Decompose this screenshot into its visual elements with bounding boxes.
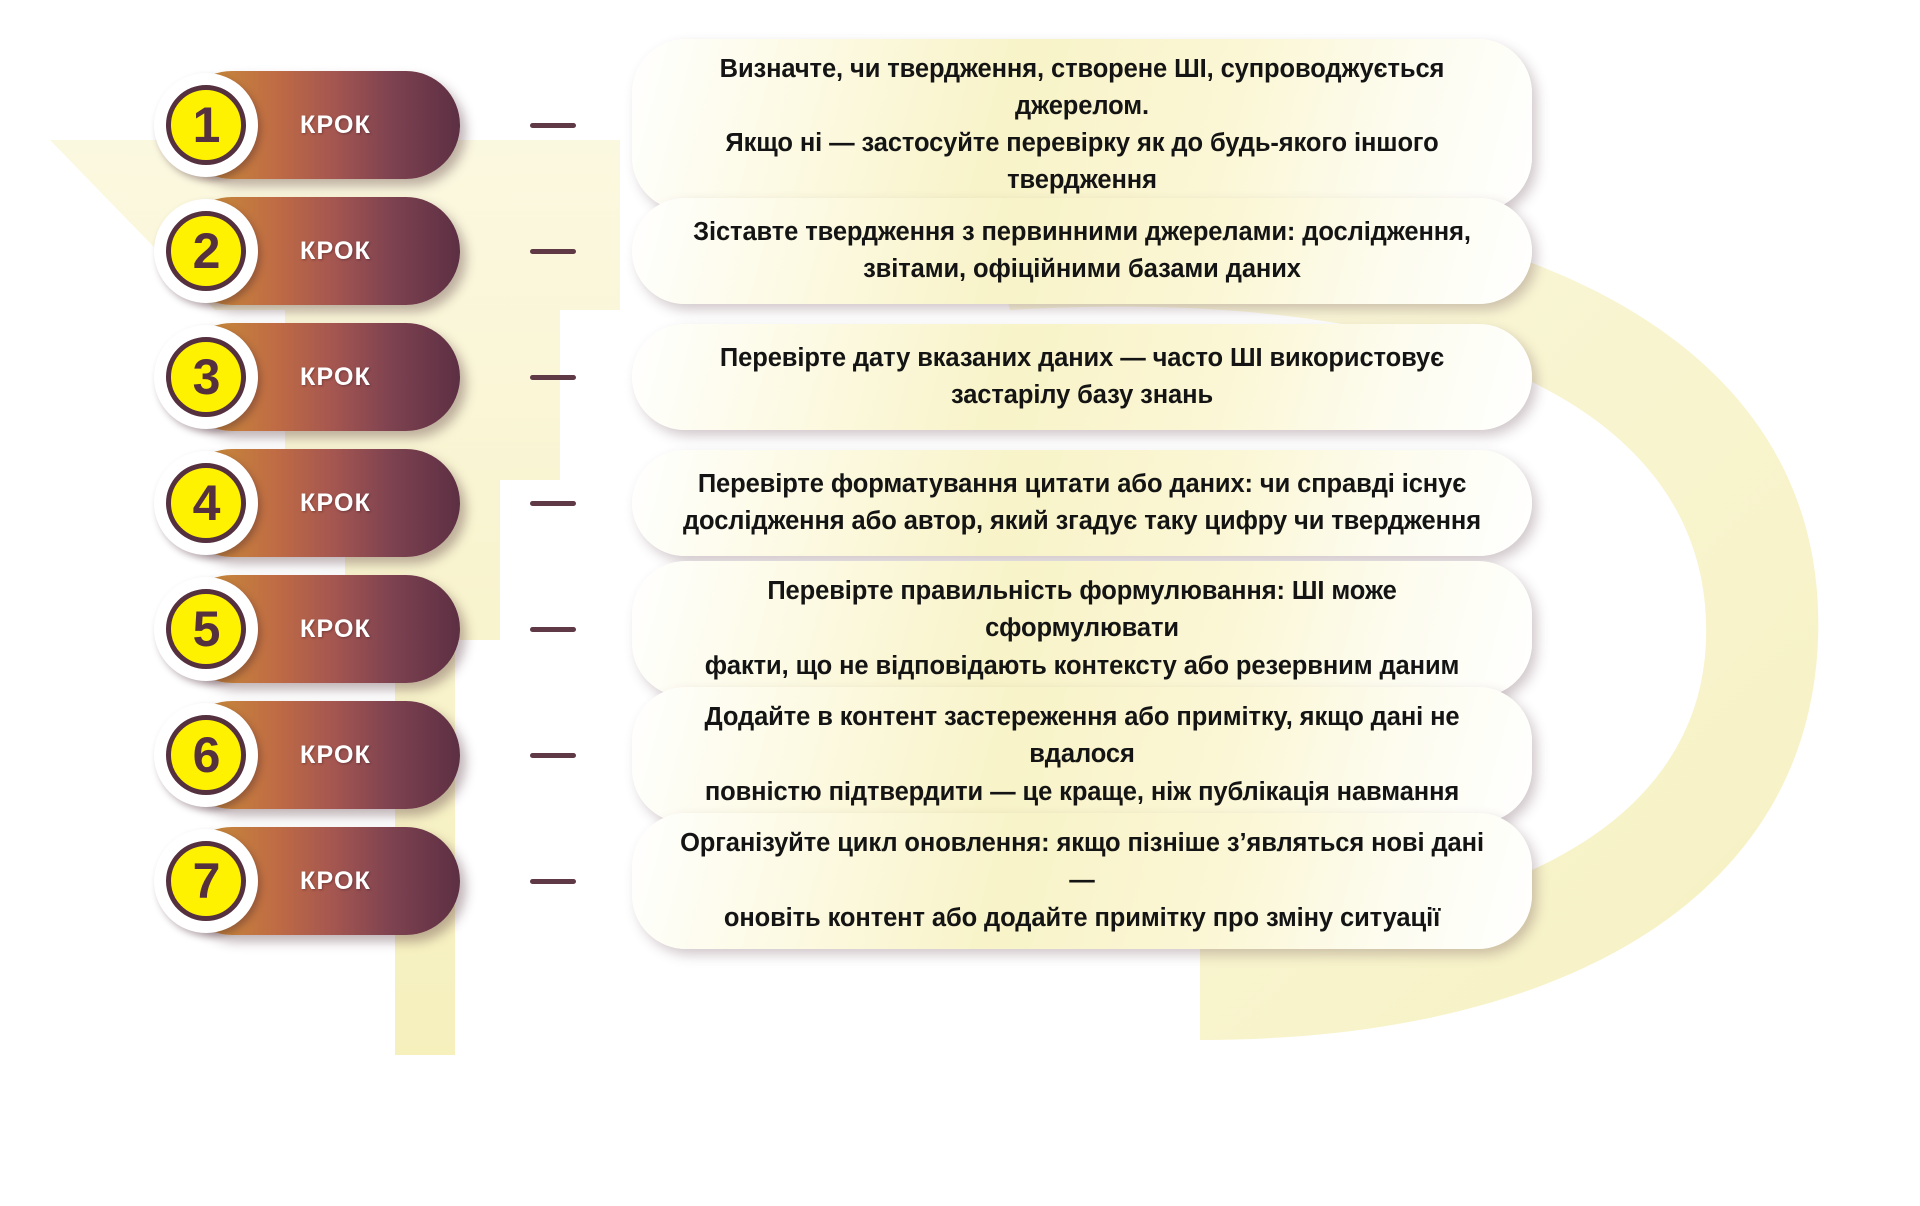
step-card-line1-2: Зіставте твердження з первинними джерела… — [693, 217, 1471, 246]
step-card-text-4: Перевірте форматування цитати або даних:… — [683, 466, 1481, 540]
step-number-circle-7: 7 — [154, 829, 258, 933]
step-badge-2[interactable]: 2 КРОК — [154, 197, 460, 305]
step-row: 5 КРОК Перевірте правильність формулюван… — [0, 561, 1920, 697]
step-card-4[interactable]: Перевірте форматування цитати або даних:… — [632, 450, 1532, 556]
step-badge-5[interactable]: 5 КРОК — [154, 575, 460, 683]
step-number-5: 5 — [192, 601, 221, 657]
step-card-1[interactable]: Визначте, чи твердження, створене ШІ, су… — [632, 38, 1532, 212]
step-card-text-1: Визначте, чи твердження, створене ШІ, су… — [680, 51, 1484, 200]
step-number-7: 7 — [192, 853, 221, 909]
step-number-4: 4 — [192, 475, 221, 531]
step-number-disc-7: 7 — [166, 841, 246, 921]
step-number-disc-2: 2 — [166, 211, 246, 291]
step-card-line2-3: застарілу базу знань — [950, 381, 1214, 409]
step-connector-1 — [530, 122, 576, 128]
step-card-line2-5: факти, що не відповідають контексту або … — [704, 651, 1460, 680]
step-number-disc-1: 1 — [166, 85, 246, 165]
step-label-6: КРОК — [300, 740, 372, 769]
step-badge-1[interactable]: 1 КРОК — [154, 71, 460, 179]
step-row: 6 КРОК Додайте в контент застереження аб… — [0, 687, 1920, 823]
step-number-circle-6: 6 — [154, 703, 258, 807]
step-number-disc-6: 6 — [166, 715, 246, 795]
step-connector-3 — [530, 374, 576, 380]
step-label-5: КРОК — [300, 614, 372, 643]
step-number-disc-3: 3 — [166, 337, 246, 417]
step-number-1: 1 — [192, 97, 221, 153]
step-card-line1-6: Додайте в контент застереження або примі… — [704, 703, 1460, 769]
step-label-7: КРОК — [300, 866, 372, 895]
step-label-2: КРОК — [300, 236, 372, 265]
step-number-circle-5: 5 — [154, 577, 258, 681]
step-connector-4 — [530, 500, 576, 506]
step-card-6[interactable]: Додайте в контент застереження або примі… — [632, 687, 1532, 823]
step-row: 4 КРОК Перевірте форматування цитати або… — [0, 440, 1920, 566]
step-number-disc-4: 4 — [166, 463, 246, 543]
step-number-6: 6 — [192, 727, 221, 783]
step-connector-6 — [530, 752, 576, 758]
step-number-circle-1: 1 — [154, 73, 258, 177]
step-badge-4[interactable]: 4 КРОК — [154, 449, 460, 557]
step-connector-5 — [530, 626, 576, 632]
step-card-text-7: Організуйте цикл оновлення: якщо пізніше… — [680, 825, 1484, 937]
step-row: 7 КРОК Організуйте цикл оновлення: якщо … — [0, 813, 1920, 949]
step-number-2: 2 — [192, 223, 221, 279]
step-card-2[interactable]: Зіставте твердження з первинними джерела… — [632, 198, 1532, 304]
step-card-text-3: Перевірте дату вказаних даних — часто ШІ… — [720, 340, 1444, 414]
step-card-line2-1: Якщо ні — застосуйте перевірку як до буд… — [725, 129, 1439, 195]
step-card-text-5: Перевірте правильність формулювання: ШІ … — [680, 573, 1484, 685]
step-card-line2-6: повністю підтвердити — це краще, ніж пуб… — [704, 777, 1460, 806]
step-card-line1-7: Організуйте цикл оновлення: якщо пізніше… — [680, 829, 1484, 895]
step-connector-7 — [530, 878, 576, 884]
step-badge-6[interactable]: 6 КРОК — [154, 701, 460, 809]
step-card-line1-3: Перевірте дату вказаних даних — часто ШІ… — [719, 343, 1445, 372]
step-card-7[interactable]: Організуйте цикл оновлення: якщо пізніше… — [632, 813, 1532, 949]
step-card-5[interactable]: Перевірте правильність формулювання: ШІ … — [632, 561, 1532, 697]
step-row: 1 КРОК Визначте, чи твердження, створене… — [0, 38, 1920, 212]
step-number-circle-4: 4 — [154, 451, 258, 555]
step-row: 2 КРОК Зіставте твердження з первинними … — [0, 188, 1920, 314]
step-label-1: КРОК — [300, 110, 372, 139]
step-card-line1-5: Перевірте правильність формулювання: ШІ … — [767, 577, 1397, 643]
step-label-3: КРОК — [300, 362, 372, 391]
step-number-disc-5: 5 — [166, 589, 246, 669]
step-card-line1-4: Перевірте форматування цитати або даних:… — [697, 469, 1467, 498]
step-card-line2-2: звітами, офіційними базами даних — [863, 255, 1301, 283]
step-row: 3 КРОК Перевірте дату вказаних даних — ч… — [0, 314, 1920, 440]
step-card-line2-4: дослідження або автор, який згадує таку … — [682, 507, 1482, 535]
step-number-3: 3 — [192, 349, 221, 405]
step-card-3[interactable]: Перевірте дату вказаних даних — часто ШІ… — [632, 324, 1532, 430]
step-card-text-6: Додайте в контент застереження або примі… — [680, 699, 1484, 811]
step-label-4: КРОК — [300, 488, 372, 517]
step-badge-7[interactable]: 7 КРОК — [154, 827, 460, 935]
step-number-circle-3: 3 — [154, 325, 258, 429]
step-card-line2-7: оновіть контент або додайте примітку про… — [723, 903, 1441, 932]
step-card-text-2: Зіставте твердження з первинними джерела… — [693, 214, 1471, 288]
step-connector-2 — [530, 248, 576, 254]
step-card-line1-1: Визначте, чи твердження, створене ШІ, су… — [719, 54, 1445, 120]
step-badge-3[interactable]: 3 КРОК — [154, 323, 460, 431]
step-number-circle-2: 2 — [154, 199, 258, 303]
